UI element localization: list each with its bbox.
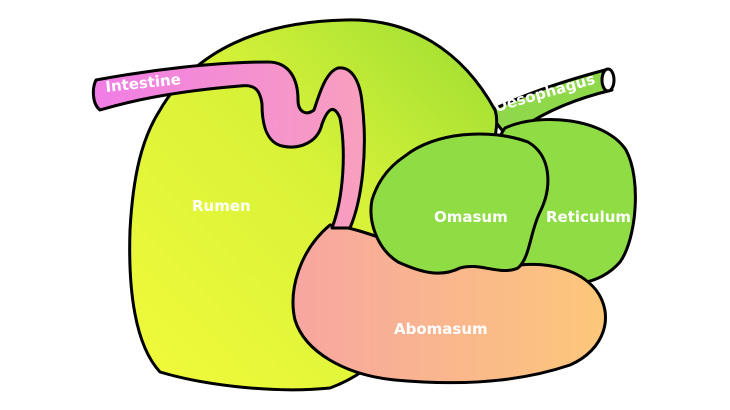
omasum-shape [369,132,550,275]
abomasum-label: Abomasum [394,320,488,338]
reticulum-label: Reticulum [546,208,631,226]
omasum-label: Omasum [434,208,508,226]
rumen-label: Rumen [192,197,251,215]
oesophagus-opening [600,67,616,93]
intestine-tube [91,60,366,230]
